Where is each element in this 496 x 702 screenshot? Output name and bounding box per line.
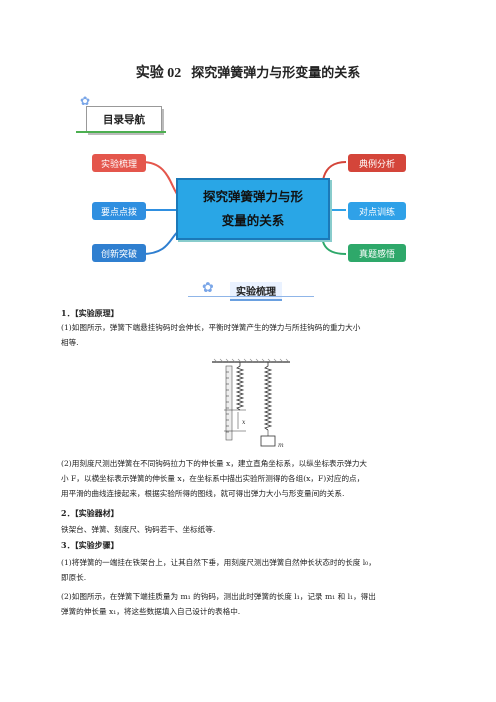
text-line: 相等.	[61, 338, 79, 347]
paragraph: (2)用刻度尺测出弹簧在不同钩码拉力下的伸长量 x，建立直角坐标系，以纵坐标表示…	[61, 456, 433, 501]
mindmap-item-label: 实验梳理	[100, 159, 137, 170]
mindmap-item-label: 真题感悟	[358, 249, 395, 260]
flower-icon: ✿	[202, 280, 214, 296]
paragraph: (1)如图所示，弹簧下端悬挂钩码时会伸长，平衡时弹簧产生的弹力与所挂钩码的重力大…	[61, 320, 433, 350]
experiment-title: 探究弹簧弹力与形变量的关系	[191, 66, 361, 81]
spring-figure: x m	[212, 358, 290, 449]
label-m: m	[278, 442, 284, 449]
mindmap-center-line2: 变量的关系	[221, 213, 285, 228]
paragraph: 铁架台、弹簧、刻度尺、钩码若干、坐标纸等.	[61, 522, 433, 537]
page-title: 实验 02 探究弹簧弹力与形变量的关系	[0, 62, 496, 82]
text-line: (1)如图所示，弹簧下端悬挂钩码时会伸长，平衡时弹簧产生的弹力与所挂钩码的重力大…	[61, 323, 361, 332]
mindmap-item-label: 创新突破	[100, 249, 137, 260]
mindmap-center[interactable]: 探究弹簧弹力与形 变量的关系	[176, 178, 330, 240]
text-line: 铁架台、弹簧、刻度尺、钩码若干、坐标纸等.	[61, 525, 216, 534]
mindmap-item-label: 对点训练	[358, 207, 395, 218]
mindmap-item-right-3[interactable]: 真题感悟	[348, 244, 406, 262]
text-line: (2)如图所示，在弹簧下端挂质量为 m₁ 的钩码，测出此时弹簧的长度 l₁，记录…	[61, 592, 376, 601]
experiment-number: 实验 02	[135, 66, 182, 81]
hook-weight	[260, 435, 276, 447]
label-x: x	[242, 419, 246, 426]
paragraph: (2)如图所示，在弹簧下端挂质量为 m₁ 的钩码，测出此时弹簧的长度 l₁，记录…	[61, 589, 433, 619]
text-line: (1)将弹簧的一端挂在铁架台上，让其自然下垂，用刻度尺测出弹簧自然伸长状态时的长…	[61, 558, 376, 567]
heading-steps: 3．【实验步骤】	[61, 540, 119, 550]
heading-materials: 2．【实验器材】	[61, 508, 119, 518]
text-line: (2)用刻度尺测出弹簧在不同钩码拉力下的伸长量 x，建立直角坐标系，以纵坐标表示…	[61, 459, 368, 468]
mindmap-item-left-1[interactable]: 实验梳理	[92, 154, 146, 172]
mindmap-item-right-2[interactable]: 对点训练	[348, 202, 406, 220]
text-line: 用平滑的曲线连接起来，根据实验所得的图线，就可得出弹力大小与形变量间的关系.	[61, 489, 345, 498]
section-title: 实验梳理	[230, 282, 282, 301]
mindmap-item-right-1[interactable]: 典例分析	[348, 154, 406, 172]
text-line: 弹簧的伸长量 x₁，将这些数据填入自己设计的表格中.	[61, 607, 241, 616]
nav-underline	[76, 131, 166, 133]
mindmap-item-left-3[interactable]: 创新突破	[92, 244, 146, 262]
flower-icon: ✿	[80, 94, 91, 108]
nav-label: 目录导航	[103, 113, 145, 126]
mindmap-item-label: 要点点拨	[100, 207, 137, 218]
text-line: 小 F，以横坐标表示弹簧的伸长量 x，在坐标系中描出实验所测得的各组(x，F)对…	[61, 474, 365, 483]
section-underline	[188, 296, 314, 297]
mindmap-item-left-2[interactable]: 要点点拨	[92, 202, 146, 220]
text-line: 即原长.	[61, 573, 87, 582]
mindmap-center-line1: 探究弹簧弹力与形	[202, 189, 303, 204]
paragraph: (1)将弹簧的一端挂在铁架台上，让其自然下垂，用刻度尺测出弹簧自然伸长状态时的长…	[61, 555, 433, 585]
heading-principle: 1．【实验原理】	[61, 308, 119, 318]
nav-button[interactable]: 目录导航	[86, 106, 162, 132]
mindmap-item-label: 典例分析	[358, 159, 395, 170]
